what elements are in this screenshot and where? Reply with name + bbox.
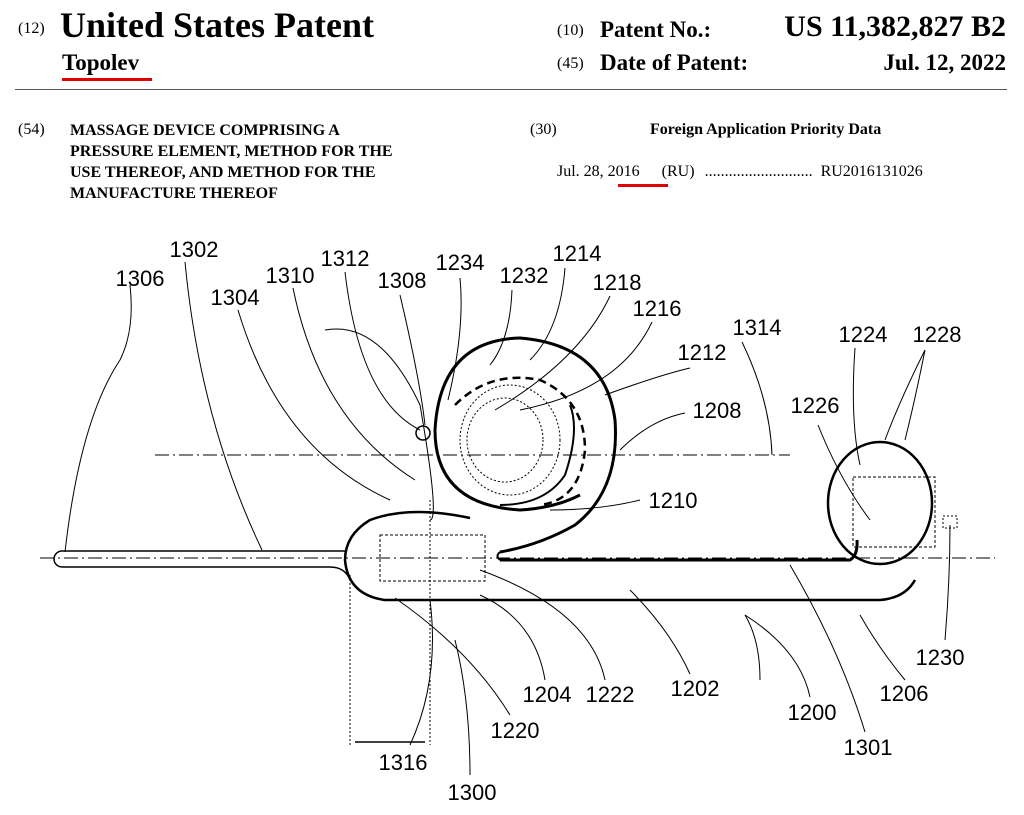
ref-1228: 1228: [913, 322, 962, 347]
leader: [292, 287, 416, 481]
inventor: Topolev: [62, 50, 140, 75]
title-line: PRESSURE ELEMENT, METHOD FOR THE: [70, 143, 393, 160]
ref-1308: 1308: [378, 268, 427, 293]
patent-date: Jul. 12, 2022: [883, 50, 1006, 75]
ref-1222: 1222: [586, 682, 635, 707]
ref-1300: 1300: [448, 780, 497, 805]
leader: [237, 309, 391, 501]
inner-slot: [500, 539, 859, 562]
ref-1306: 1306: [116, 266, 165, 291]
leader: [817, 424, 871, 521]
handle-ball: [826, 440, 934, 566]
leader: [629, 589, 691, 675]
ref-1216: 1216: [633, 296, 682, 321]
leader: [344, 271, 421, 431]
cable-dashed: [454, 376, 587, 507]
ref-1200: 1200: [788, 700, 837, 725]
ref-1226: 1226: [791, 393, 840, 418]
priority-row: Jul. 28, 2016 (RU) .....................…: [557, 163, 923, 181]
leader: [399, 294, 426, 426]
ref-1234: 1234: [436, 250, 485, 275]
title-line: USE THEREOF, AND METHOD FOR THE: [70, 164, 376, 181]
leader: [744, 614, 811, 698]
leader: [184, 261, 263, 551]
ref-1230: 1230: [916, 645, 965, 670]
leader: [479, 569, 606, 681]
leader: [394, 597, 511, 716]
inner-spiral: [499, 404, 575, 506]
leader: [884, 349, 926, 441]
priority-number: RU2016131026: [820, 163, 923, 180]
code-45: (45): [557, 55, 584, 72]
date-label: Date of Patent:: [600, 50, 749, 75]
priority-date: Jul. 28,: [557, 163, 604, 180]
leader: [494, 295, 611, 411]
leader: [479, 594, 546, 681]
ref-1304: 1304: [211, 285, 260, 310]
title-line: MANUFACTURE THEREOF: [70, 185, 278, 202]
ref-1214: 1214: [553, 241, 602, 266]
code-12: (12): [18, 20, 45, 37]
arrow-1200: [744, 614, 761, 681]
patent-title: MASSAGE DEVICE COMPRISING A PRESSURE ELE…: [70, 120, 393, 204]
patent-number: US 11,382,827 B2: [784, 10, 1006, 43]
ref-1316: 1316: [379, 750, 428, 775]
code-10: (10): [557, 22, 584, 39]
leader: [549, 499, 641, 511]
rod: [53, 550, 351, 581]
electronics-box: [852, 476, 936, 548]
patent-no-label: Patent No.:: [600, 17, 712, 42]
leader: [324, 328, 434, 521]
ref-1212: 1212: [678, 340, 727, 365]
header-divider: [15, 89, 1007, 90]
ref-1202: 1202: [671, 676, 720, 701]
ref-1312: 1312: [321, 246, 370, 271]
ref-1232: 1232: [500, 263, 549, 288]
leader: [447, 277, 462, 401]
ref-1206: 1206: [880, 681, 929, 706]
priority-leader: ...........................: [704, 163, 813, 180]
priority-heading: Foreign Application Priority Data: [650, 121, 882, 138]
ref-1208: 1208: [693, 398, 742, 423]
ref-1224: 1224: [839, 322, 888, 347]
leader: [489, 289, 513, 366]
bell-outline: [64, 284, 132, 553]
inventor-underline: [62, 78, 152, 81]
leader: [619, 412, 686, 451]
ref-1302: 1302: [170, 237, 219, 262]
ref-1204: 1204: [523, 682, 572, 707]
priority-year: 2016: [607, 163, 640, 180]
ref-1310: 1310: [266, 263, 315, 288]
leader: [852, 347, 861, 466]
leader: [741, 341, 773, 456]
leader: [529, 267, 566, 361]
title-line: MASSAGE DEVICE COMPRISING A: [70, 122, 340, 139]
ball-element: [415, 425, 431, 441]
doc-type: United States Patent: [60, 5, 374, 45]
leader: [944, 524, 951, 641]
leader: [859, 614, 906, 681]
ref-1218: 1218: [593, 270, 642, 295]
leader: [409, 599, 433, 746]
inner-circle: [459, 384, 561, 496]
year-underline: [618, 184, 668, 187]
slot-end: [496, 551, 501, 561]
inner-circle: [466, 397, 544, 483]
reference-numerals: 1306 1302 1304 1310 1312 1308 1234 1232 …: [116, 237, 965, 805]
priority-country: (RU): [661, 163, 695, 180]
motor-box: [379, 534, 486, 582]
leader: [519, 321, 653, 411]
code-54: (54): [18, 121, 45, 138]
code-30: (30): [530, 121, 557, 138]
ref-1301: 1301: [844, 735, 893, 760]
ref-1220: 1220: [491, 718, 540, 743]
ref-1314: 1314: [733, 315, 782, 340]
leader: [604, 367, 691, 396]
leader: [454, 639, 471, 776]
ref-1210: 1210: [649, 488, 698, 513]
body-outline: [343, 510, 917, 602]
leader: [789, 564, 866, 733]
coil-outer: [433, 336, 617, 554]
